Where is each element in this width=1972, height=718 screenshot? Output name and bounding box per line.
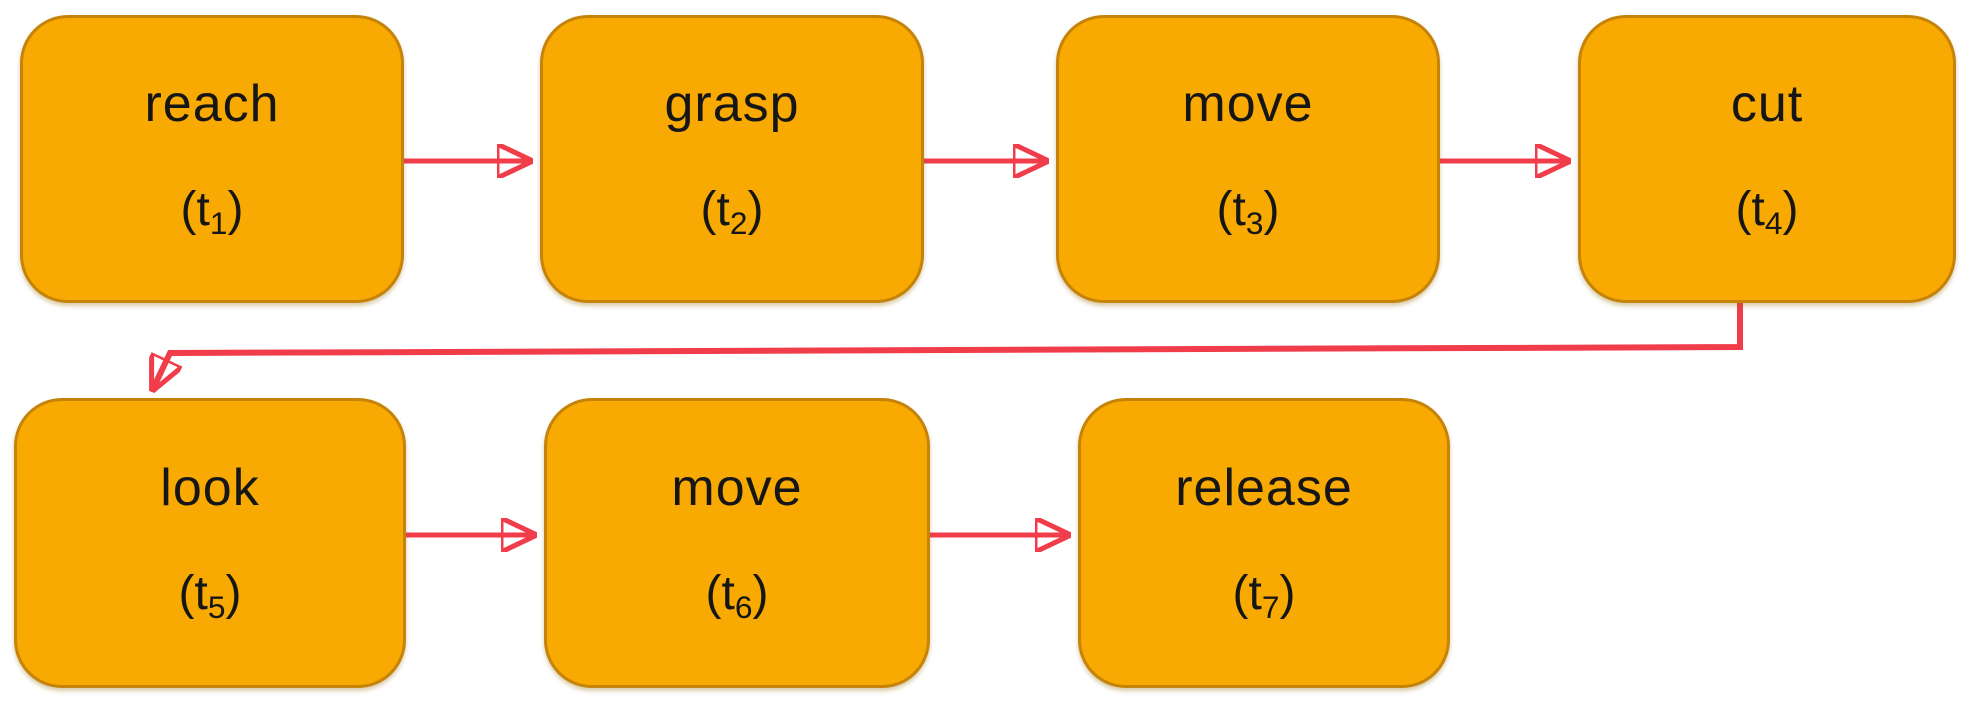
node-release-t7: release (t7)	[1078, 398, 1450, 688]
node-action-label: cut	[1730, 75, 1804, 134]
node-time-label: (t3)	[1216, 183, 1280, 242]
node-look-t5: look (t5)	[14, 398, 406, 688]
node-time-label: (t4)	[1735, 183, 1799, 242]
node-grasp-t2: grasp (t2)	[540, 15, 924, 303]
arrow-cut-to-look	[152, 303, 1743, 391]
node-cut-t4: cut (t4)	[1578, 15, 1956, 303]
node-time-label: (t5)	[178, 567, 242, 626]
node-action-label: look	[160, 459, 260, 518]
node-action-label: reach	[144, 75, 280, 134]
node-action-label: release	[1175, 459, 1353, 518]
node-time-label: (t7)	[1232, 567, 1296, 626]
node-action-label: grasp	[664, 75, 800, 134]
node-move-t6: move (t6)	[544, 398, 930, 688]
node-action-label: move	[1182, 75, 1314, 134]
node-reach-t1: reach (t1)	[20, 15, 404, 303]
node-time-label: (t6)	[705, 567, 769, 626]
node-time-label: (t2)	[700, 183, 764, 242]
node-move-t3: move (t3)	[1056, 15, 1440, 303]
node-action-label: move	[671, 459, 803, 518]
node-time-label: (t1)	[180, 183, 244, 242]
